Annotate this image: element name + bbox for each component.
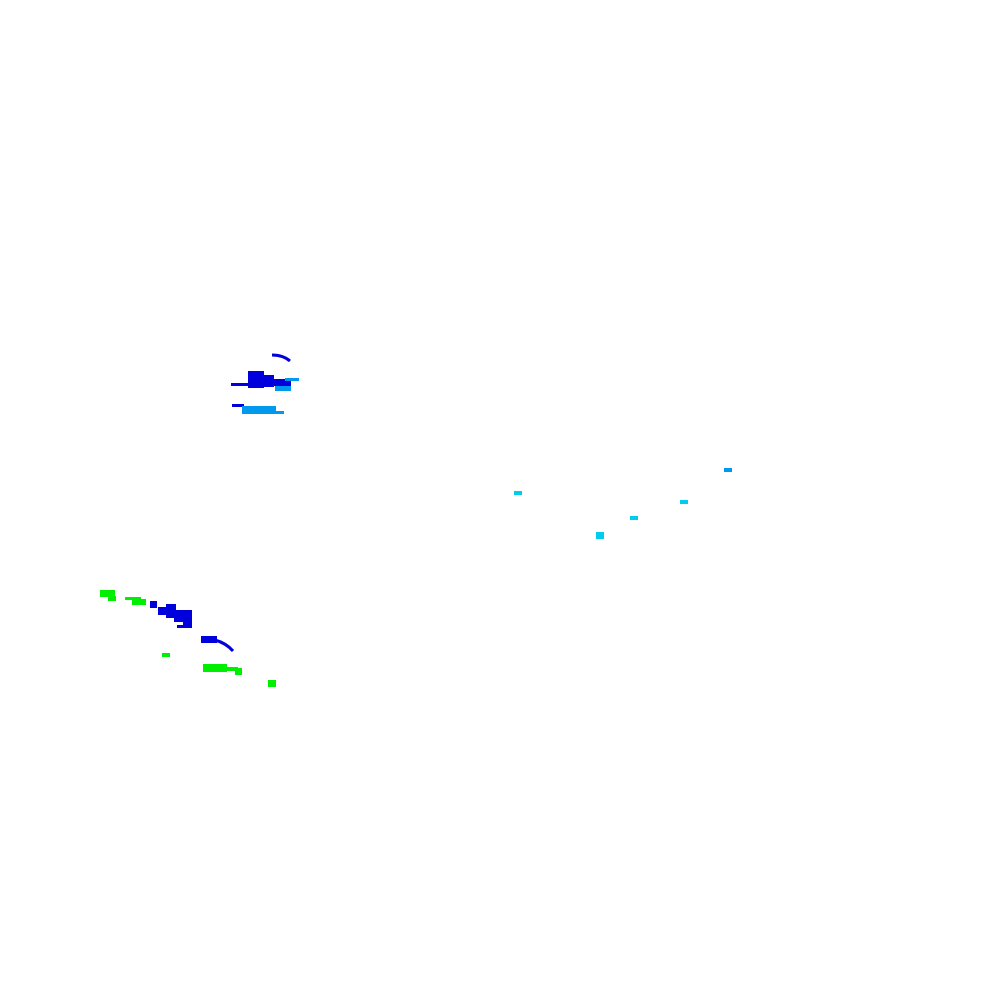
green-block-3 bbox=[132, 599, 146, 605]
skyblue-block-right bbox=[275, 386, 291, 391]
blue-block-5 bbox=[183, 620, 192, 628]
skyblue-dash-1 bbox=[724, 468, 732, 472]
center-right-cluster bbox=[514, 468, 732, 539]
cyan-dash-2 bbox=[680, 500, 688, 504]
blue-block-tail bbox=[272, 379, 291, 386]
green-dash-1 bbox=[162, 653, 170, 657]
green-block-6 bbox=[235, 668, 242, 675]
blue-block-4 bbox=[174, 610, 192, 622]
blue-block-right bbox=[262, 375, 274, 387]
blue-dash-lower bbox=[232, 404, 244, 407]
blue-arc-top bbox=[271, 353, 291, 363]
green-line-1 bbox=[125, 597, 141, 600]
green-dot-1 bbox=[268, 680, 276, 687]
lower-left-cluster bbox=[100, 590, 276, 687]
cyan-dot-1 bbox=[596, 532, 604, 539]
cyan-dash-1 bbox=[514, 491, 522, 495]
skyblue-line-lower bbox=[264, 411, 284, 414]
blue-block-6 bbox=[201, 636, 217, 643]
cyan-dash-3 bbox=[630, 516, 638, 520]
green-block-4 bbox=[203, 664, 227, 672]
blue-dash-1 bbox=[177, 625, 189, 628]
blue-block-3 bbox=[166, 604, 176, 618]
blue-block-main bbox=[248, 371, 264, 388]
blue-block-1 bbox=[150, 601, 157, 608]
blue-line-left bbox=[231, 383, 251, 386]
skyblue-line-right bbox=[285, 378, 299, 381]
green-block-2 bbox=[108, 596, 116, 601]
green-block-5 bbox=[224, 667, 238, 671]
skyblue-block-lower bbox=[242, 406, 276, 414]
blue-block-2 bbox=[158, 607, 168, 615]
green-block-1 bbox=[100, 590, 115, 597]
blue-arc-bottom bbox=[214, 638, 235, 653]
upper-left-cluster bbox=[231, 353, 299, 414]
